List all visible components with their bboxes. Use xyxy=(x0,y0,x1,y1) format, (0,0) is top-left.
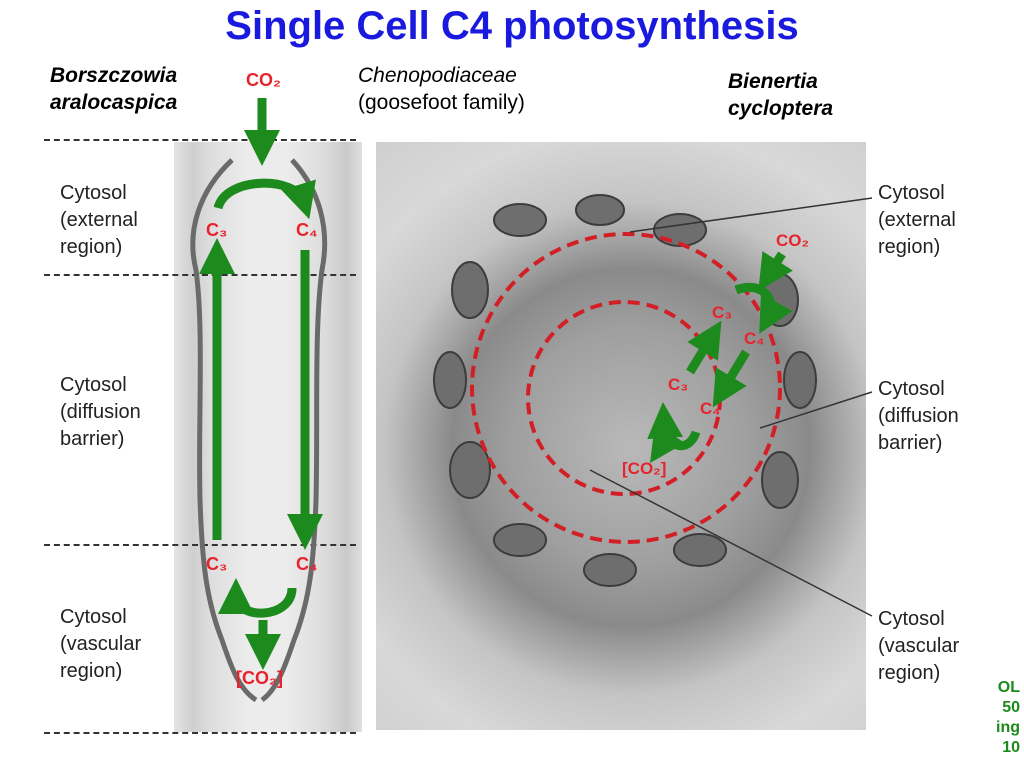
region-label-line: region) xyxy=(878,662,941,684)
left-cell-outline xyxy=(190,158,328,703)
label-co2-left: CO₂ xyxy=(246,70,281,90)
label-c3-left-top: C₃ xyxy=(206,220,227,240)
corner-note-line: OL xyxy=(997,679,1020,696)
left-pathway-arrows xyxy=(199,98,323,670)
region-label-line: (vascular xyxy=(60,633,142,655)
region-label-line: (external xyxy=(60,209,138,231)
region-label-line: (external xyxy=(878,209,956,231)
label-co2-bracket-right: [CO₂] xyxy=(622,459,666,478)
leader-line-external xyxy=(629,197,873,233)
leader-line-vascular xyxy=(589,469,873,617)
species-left-epithet: aralocaspica xyxy=(50,91,178,114)
label-co2-bracket-left: [CO₂] xyxy=(236,668,283,688)
left-region-diffusion: Cytosol (diffusion barrier) xyxy=(60,372,141,453)
corner-note-line: 10 xyxy=(1002,739,1020,756)
region-label-line: barrier) xyxy=(878,432,943,454)
region-label-line: Cytosol xyxy=(878,378,945,400)
chloroplast-texture xyxy=(433,194,817,587)
region-label-line: (vascular xyxy=(878,635,960,657)
region-label-line: region) xyxy=(60,236,123,258)
region-label-line: barrier) xyxy=(60,428,125,450)
family-common-name: (goosefoot family) xyxy=(358,91,525,114)
family-label: Chenopodiaceae (goosefoot family) xyxy=(358,62,525,116)
region-divider xyxy=(44,274,356,276)
right-region-external: Cytosol (external region) xyxy=(878,180,956,261)
bienertia-micrograph xyxy=(376,142,866,730)
region-label-line: Cytosol xyxy=(60,606,127,628)
label-c4-right-inner: C₄ xyxy=(700,399,720,418)
right-region-diffusion: Cytosol (diffusion barrier) xyxy=(878,376,959,457)
species-right-epithet: cycloptera xyxy=(728,97,834,120)
region-label-line: Cytosol xyxy=(60,182,127,204)
corner-note-line: 50 xyxy=(1002,699,1020,716)
region-divider xyxy=(44,139,356,141)
page-title: Single Cell C4 photosynthesis xyxy=(225,4,799,48)
corner-note-line: ing xyxy=(996,719,1020,736)
label-c3-right-inner: C₃ xyxy=(668,375,688,394)
left-region-vascular: Cytosol (vascular region) xyxy=(60,604,141,685)
label-c4-left-bottom: C₄ xyxy=(296,554,318,574)
label-c3-left-bottom: C₃ xyxy=(206,554,227,574)
region-label-line: region) xyxy=(60,660,123,682)
outer-compartment-circle xyxy=(470,232,782,544)
region-label-line: (diffusion xyxy=(60,401,141,423)
species-right: Bienertia cycloptera xyxy=(728,68,833,122)
label-c4-left-top: C₄ xyxy=(296,220,318,240)
label-c4-right-outer: C₄ xyxy=(744,329,764,348)
region-label-line: Cytosol xyxy=(60,374,127,396)
region-label-line: (diffusion xyxy=(878,405,959,427)
family-name: Chenopodiaceae xyxy=(358,64,517,87)
region-divider xyxy=(44,732,356,734)
species-left-genus: Borszczowia xyxy=(50,64,178,87)
corner-note: OL 50 ing 10 xyxy=(964,678,1020,758)
region-label-line: region) xyxy=(878,236,941,258)
right-pathway-arrows xyxy=(647,251,793,463)
region-label-line: Cytosol xyxy=(878,182,945,204)
right-region-vascular: Cytosol (vascular region) xyxy=(878,606,959,687)
label-co2-right: CO₂ xyxy=(776,231,809,250)
species-left: Borszczowia aralocaspica xyxy=(50,62,177,116)
region-label-line: Cytosol xyxy=(878,608,945,630)
species-right-genus: Bienertia xyxy=(728,70,818,93)
label-c3-right-outer: C₃ xyxy=(712,303,732,322)
left-region-external: Cytosol (external region) xyxy=(60,180,138,261)
leader-line-diffusion xyxy=(759,391,873,429)
